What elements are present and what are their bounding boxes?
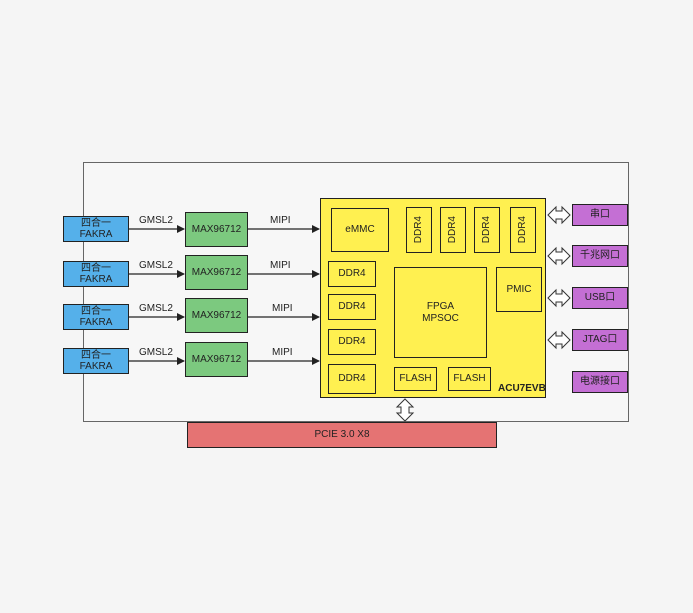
max96712-block-1: MAX96712 — [185, 212, 248, 247]
fakra-line2: FAKRA — [79, 361, 113, 372]
mpsoc-label: MPSOC — [422, 312, 459, 324]
ddr4-label: DDR4 — [338, 301, 366, 313]
max96712-block-4: MAX96712 — [185, 342, 248, 377]
ddr4-label: DDR4 — [338, 336, 366, 348]
ddr4-top-2: DDR4 — [440, 207, 466, 253]
port-gigabit-ethernet: 千兆网口 — [572, 245, 628, 267]
port-label: 千兆网口 — [580, 250, 620, 262]
ddr4-left-1: DDR4 — [328, 261, 376, 287]
mipi-label-4: MIPI — [272, 347, 293, 358]
flash-chip-2: FLASH — [448, 367, 491, 391]
port-label: USB口 — [584, 292, 616, 304]
port-serial: 串口 — [572, 204, 628, 226]
pmic-chip: PMIC — [496, 267, 542, 312]
port-label: 串口 — [590, 209, 610, 221]
bidir-arrow-usb — [547, 288, 571, 308]
ddr4-label: DDR4 — [338, 268, 366, 280]
fakra-line2: FAKRA — [79, 274, 113, 285]
board-name: ACU7EVB — [498, 383, 546, 394]
mipi-label-1: MIPI — [270, 215, 291, 226]
ddr4-left-2: DDR4 — [328, 294, 376, 320]
pcie-bus: PCIE 3.0 X8 — [187, 422, 497, 448]
fakra-line1: 四合一 — [80, 349, 111, 361]
port-label: JTAG口 — [582, 334, 618, 346]
emmc-label: eMMC — [345, 224, 375, 236]
mipi-label-3: MIPI — [272, 303, 293, 314]
max96712-label: MAX96712 — [191, 223, 242, 235]
gmsl2-label-4: GMSL2 — [139, 347, 173, 358]
max96712-block-2: MAX96712 — [185, 255, 248, 290]
gmsl2-label-2: GMSL2 — [139, 260, 173, 271]
bidir-arrow-pcie — [395, 398, 415, 422]
ddr4-top-4: DDR4 — [510, 207, 536, 253]
max96712-label: MAX96712 — [191, 309, 242, 321]
port-label: 电源接口 — [580, 376, 620, 388]
max96712-block-3: MAX96712 — [185, 298, 248, 333]
flash-chip-1: FLASH — [394, 367, 437, 391]
mipi-label-2: MIPI — [270, 260, 291, 271]
bidir-arrow-serial — [547, 205, 571, 225]
port-jtag: JTAG口 — [572, 329, 628, 351]
gmsl2-label-3: GMSL2 — [139, 303, 173, 314]
fakra-line1: 四合一 — [80, 217, 111, 229]
flash-label: FLASH — [399, 373, 432, 385]
port-usb: USB口 — [572, 287, 628, 309]
max96712-label: MAX96712 — [191, 266, 242, 278]
bidir-arrow-ethernet — [547, 246, 571, 266]
max96712-label: MAX96712 — [191, 353, 242, 365]
port-power: 电源接口 — [572, 371, 628, 393]
pcie-label: PCIE 3.0 X8 — [314, 429, 370, 441]
bidir-arrow-jtag — [547, 330, 571, 350]
fakra-line2: FAKRA — [79, 229, 113, 240]
ddr4-top-1: DDR4 — [406, 207, 432, 253]
ddr4-left-3: DDR4 — [328, 329, 376, 355]
ddr4-label: DDR4 — [338, 373, 366, 385]
fakra-line1: 四合一 — [80, 305, 111, 317]
gmsl2-label-1: GMSL2 — [139, 215, 173, 226]
fpga-label: FPGA — [426, 301, 455, 312]
fakra-line1: 四合一 — [80, 262, 111, 274]
ddr4-left-4: DDR4 — [328, 364, 376, 394]
fakra-line2: FAKRA — [79, 317, 113, 328]
emmc-chip: eMMC — [331, 208, 389, 252]
flash-label: FLASH — [453, 373, 486, 385]
pmic-label: PMIC — [506, 283, 532, 295]
ddr4-top-3: DDR4 — [474, 207, 500, 253]
